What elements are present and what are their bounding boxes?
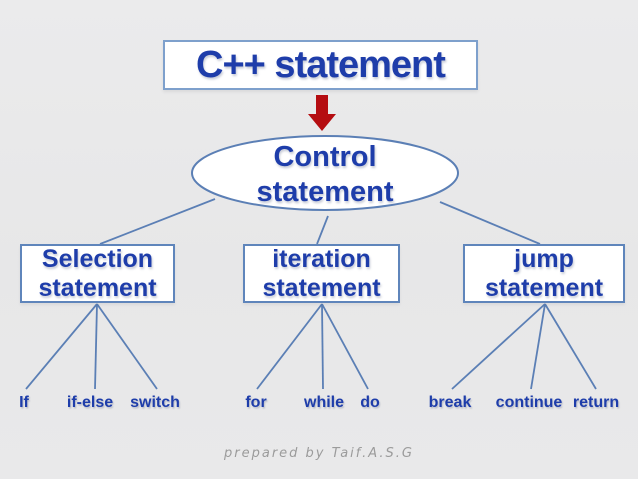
leaf-label-for: for [245,394,267,411]
branch-box-iteration: iteration statement [243,244,400,303]
leaf-label-break: break [428,394,472,411]
root-title-box: C++ statement [163,40,478,90]
branch-connector-lines [99,198,541,245]
leaf-label-do: do [360,394,380,411]
down-arrow-icon [308,95,336,131]
prepared-by-caption: prepared by Taif.A.S.G [224,446,414,461]
branch-box-jump: jump statement [463,244,625,303]
leaf-label-switch: switch [130,394,180,411]
jump-leaf-lines [451,303,597,390]
leaf-label-while: while [303,394,345,411]
leaf-label-if: If [19,394,29,411]
selection-leaf-lines [25,303,158,390]
leaf-label-continue: continue [495,394,563,411]
control-statement-node: Control statement [256,141,394,208]
control-ellipse-shape [191,135,459,211]
leaf-label-if-else: if-else [66,394,114,411]
iteration-leaf-lines [256,303,369,390]
leaf-label-return: return [572,394,620,411]
branch-box-selection: Selection statement [20,244,175,303]
